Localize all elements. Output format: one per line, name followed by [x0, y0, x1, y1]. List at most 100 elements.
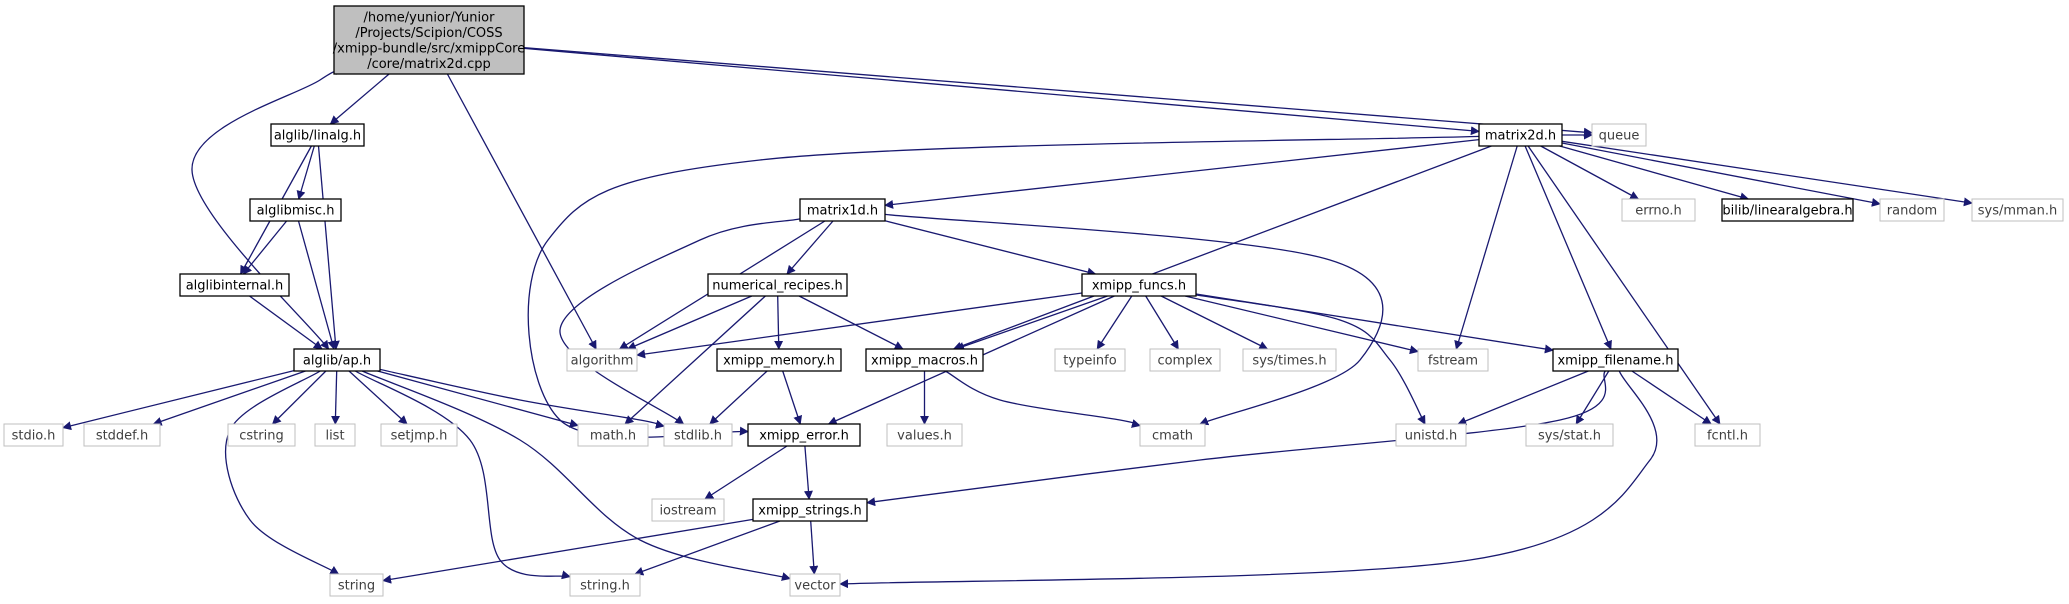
- edge-funcs-to-complex: [1145, 295, 1179, 350]
- edge-ap-to-list: [331, 370, 341, 425]
- node-fstream: fstream: [1417, 348, 1489, 372]
- node-box-matrix1d: [799, 198, 886, 222]
- node-label-cstring: cstring: [239, 429, 283, 444]
- node-stdlib: stdlib.h: [663, 423, 733, 447]
- node-memory[interactable]: xmipp_memory.h: [716, 348, 842, 372]
- edge-funcs-to-fstream: [1184, 295, 1419, 355]
- edge-filename-to-fcntl: [1631, 370, 1712, 425]
- node-box-stdio: [3, 423, 64, 447]
- node-list: list: [314, 423, 356, 447]
- node-label-fstream: fstream: [1428, 354, 1478, 369]
- edge-ap-to-stdio: [62, 369, 295, 431]
- edge-numrec-to-macros: [798, 295, 904, 350]
- root-label-line: /Projects/Scipion/COSS: [355, 26, 502, 41]
- node-box-funcs: [1081, 273, 1197, 297]
- node-macros[interactable]: xmipp_macros.h: [865, 348, 984, 372]
- node-label-strings: xmipp_strings.h: [758, 504, 861, 519]
- node-label-filename: xmipp_filename.h: [1557, 354, 1673, 369]
- node-label-math: math.h: [590, 429, 636, 444]
- node-root[interactable]: /home/yunior/Yunior/Projects/Scipion/COS…: [333, 5, 525, 75]
- node-typeinfo: typeinfo: [1054, 348, 1126, 372]
- node-box-cmath: [1139, 423, 1206, 447]
- edge-ap-to-setjmp: [348, 370, 408, 425]
- edge-root-to-linalg: [329, 73, 390, 125]
- node-label-list: list: [325, 429, 344, 444]
- node-numrec[interactable]: numerical_recipes.h: [707, 273, 848, 297]
- node-label-systimes: sys/times.h: [1252, 354, 1326, 369]
- node-stringh: string.h: [569, 573, 641, 597]
- node-error[interactable]: xmipp_error.h: [747, 423, 861, 447]
- node-stddef: stddef.h: [83, 423, 161, 447]
- edge-funcs-to-unistd: [1195, 294, 1426, 425]
- node-box-typeinfo: [1054, 348, 1126, 372]
- edge-linalg-to-alglibmisc: [296, 145, 315, 200]
- edge-root-to-matrix2d: [523, 47, 1480, 136]
- node-label-queue: queue: [1599, 129, 1640, 144]
- edge-numrec-to-memory: [774, 295, 784, 350]
- node-filename[interactable]: xmipp_filename.h: [1552, 348, 1679, 372]
- node-label-memory: xmipp_memory.h: [723, 354, 835, 369]
- edge-numrec-to-algorithm: [626, 295, 753, 350]
- node-label-alglibinternal: alglibinternal.h: [186, 279, 284, 294]
- node-box-fcntl: [1694, 423, 1761, 447]
- node-label-cmath: cmath: [1152, 429, 1193, 444]
- node-cmath: cmath: [1139, 423, 1206, 447]
- edge-alglibmisc-to-alglibinternal: [242, 220, 288, 275]
- node-string: string: [329, 573, 384, 597]
- node-matrix1d[interactable]: matrix1d.h: [799, 198, 886, 222]
- node-box-ap: [293, 348, 381, 372]
- node-iostream: iostream: [651, 498, 725, 522]
- node-box-sysstat: [1525, 423, 1614, 447]
- node-alglibmisc[interactable]: alglibmisc.h: [249, 198, 342, 222]
- node-label-fcntl: fcntl.h: [1707, 429, 1748, 444]
- edge-matrix2d-to-errno: [1540, 145, 1640, 200]
- node-label-complex: complex: [1157, 354, 1212, 369]
- node-label-errno: errno.h: [1635, 204, 1682, 219]
- edge-matrix2d-to-matrix1d: [884, 138, 1480, 209]
- node-box-math: [577, 423, 649, 447]
- node-box-strings: [752, 498, 868, 522]
- node-label-numrec: numerical_recipes.h: [712, 279, 843, 294]
- node-box-fstream: [1417, 348, 1489, 372]
- edge-root-to-queue: [523, 46, 1593, 137]
- edges: [62, 46, 1973, 589]
- edge-error-to-strings: [803, 445, 813, 500]
- node-strings[interactable]: xmipp_strings.h: [752, 498, 868, 522]
- edge-funcs-to-typeinfo: [1096, 295, 1133, 350]
- node-box-algorithm: [566, 348, 638, 372]
- edge-funcs-to-macros: [955, 295, 1108, 351]
- node-complex: complex: [1149, 348, 1221, 372]
- node-label-funcs: xmipp_funcs.h: [1092, 279, 1186, 294]
- node-label-vector: vector: [794, 579, 836, 594]
- node-alglibinternal[interactable]: alglibinternal.h: [179, 273, 290, 297]
- node-cstring: cstring: [227, 423, 296, 447]
- node-box-alglibinternal: [179, 273, 290, 297]
- edge-numrec-to-math: [624, 295, 766, 425]
- node-bilib[interactable]: bilib/linearalgebra.h: [1721, 198, 1854, 222]
- node-label-linalg: alglib/linalg.h: [274, 129, 361, 144]
- node-label-sysstat: sys/stat.h: [1538, 429, 1601, 444]
- node-funcs[interactable]: xmipp_funcs.h: [1081, 273, 1197, 297]
- edge-memory-to-error: [782, 370, 803, 425]
- node-label-stdio: stdio.h: [12, 429, 56, 444]
- edge-matrix1d-to-stdlib: [559, 218, 801, 425]
- root-label-line: /xmipp-bundle/src/xmippCore: [333, 41, 525, 56]
- nodes: /home/yunior/Yunior/Projects/Scipion/COS…: [3, 5, 2064, 597]
- edge-alglibmisc-to-ap: [297, 220, 337, 350]
- node-matrix2d[interactable]: matrix2d.h: [1478, 123, 1563, 147]
- node-vector: vector: [789, 573, 841, 597]
- node-linalg[interactable]: alglib/linalg.h: [270, 123, 365, 147]
- node-box-macros: [865, 348, 984, 372]
- node-box-complex: [1149, 348, 1221, 372]
- edge-matrix2d-to-fcntl: [1527, 145, 1721, 425]
- node-box-stdlib: [663, 423, 733, 447]
- edge-matrix2d-to-error: [527, 135, 1480, 438]
- edge-matrix2d-to-sysmman: [1561, 140, 1973, 207]
- edge-alglibinternal-to-ap: [249, 295, 323, 350]
- node-ap[interactable]: alglib/ap.h: [293, 348, 381, 372]
- node-label-random: random: [1887, 204, 1937, 219]
- node-box-iostream: [651, 498, 725, 522]
- edge-ap-to-stddef: [152, 370, 306, 426]
- node-box-systimes: [1242, 348, 1337, 372]
